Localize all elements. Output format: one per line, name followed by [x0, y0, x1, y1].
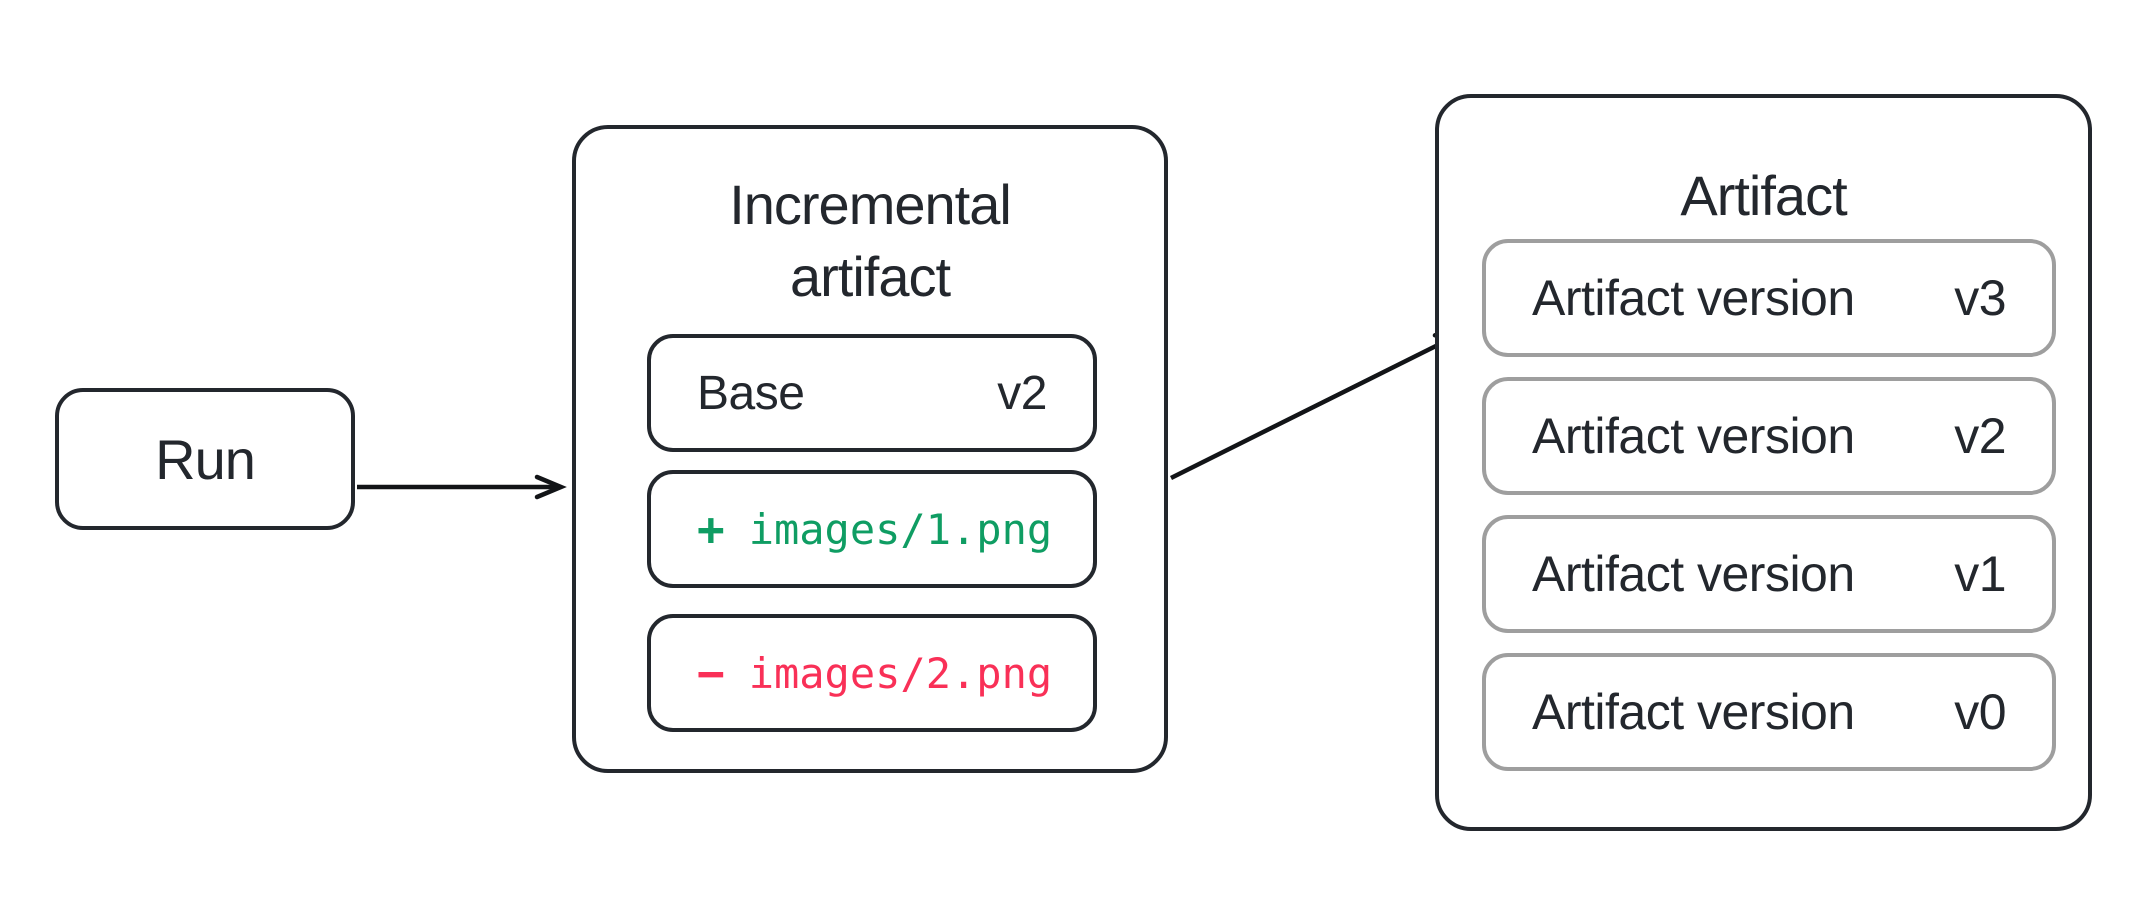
pending-version-badge: v3 — [1954, 270, 2006, 326]
pending-version-label: Artifact version — [1532, 270, 1855, 326]
minus-sign-icon: − — [697, 646, 725, 700]
version-row-v2: Artifact version v2 — [1482, 377, 2056, 495]
artifact-node: Artifact Artifact version v3 Artifact ve… — [1435, 94, 2092, 831]
version-row-v0: Artifact version v0 — [1482, 653, 2056, 771]
incremental-to-artifact-arrow — [1169, 330, 1467, 481]
version-badge: v0 — [1954, 684, 2006, 740]
incremental-artifact-title-line2: artifact — [789, 245, 951, 308]
run-label: Run — [155, 427, 256, 491]
plus-sign-icon: + — [697, 502, 725, 556]
version-badge: v1 — [1954, 546, 2006, 602]
added-file-row: + images/1.png — [647, 470, 1097, 588]
version-row-v1: Artifact version v1 — [1482, 515, 2056, 633]
version-badge: v2 — [1954, 408, 2006, 464]
incremental-artifact-node: Incremental artifact Base v2 + images/1.… — [572, 125, 1168, 773]
base-version-row: Base v2 — [647, 334, 1097, 452]
pending-version-row: Artifact version v3 — [1482, 239, 2056, 357]
version-label: Artifact version — [1532, 408, 1855, 464]
incremental-artifact-title: Incremental artifact — [576, 169, 1164, 313]
removed-file-path: images/2.png — [748, 648, 1053, 698]
version-label: Artifact version — [1532, 546, 1855, 602]
version-label: Artifact version — [1532, 684, 1855, 740]
base-label: Base — [697, 366, 805, 420]
run-node: Run — [55, 388, 355, 530]
added-file-path: images/1.png — [748, 504, 1053, 554]
incremental-artifact-title-line1: Incremental — [729, 173, 1012, 236]
artifact-title: Artifact — [1680, 164, 1847, 227]
base-version-badge: v2 — [997, 366, 1047, 420]
removed-file-row: − images/2.png — [647, 614, 1097, 732]
